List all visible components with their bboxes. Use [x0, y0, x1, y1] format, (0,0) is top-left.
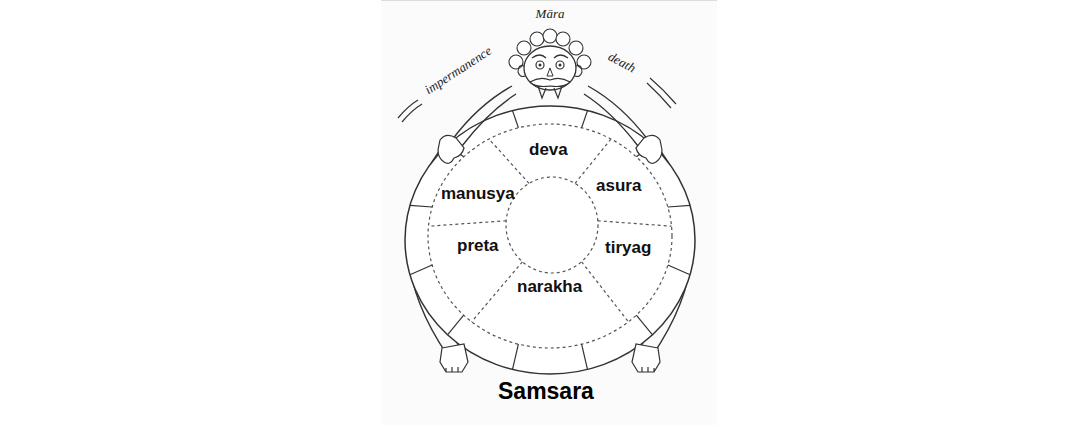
- left-hand: [438, 135, 464, 163]
- banner: [647, 83, 671, 108]
- middle-ring: [428, 124, 672, 348]
- realm-name: deva: [529, 140, 568, 160]
- realm-segment: preta: [454, 235, 502, 257]
- rim-divider: [513, 344, 519, 369]
- realm-divider: [472, 262, 523, 322]
- left-arm: [452, 86, 512, 140]
- rim-divider: [582, 344, 588, 369]
- hair-curl: [543, 29, 557, 43]
- wheel: [405, 106, 695, 374]
- eye: [556, 61, 564, 69]
- realm-name: narakha: [517, 277, 582, 297]
- pupil: [539, 64, 542, 67]
- hair-curl: [577, 55, 591, 69]
- realm-name: preta: [457, 236, 499, 256]
- eye: [536, 61, 544, 69]
- hair-curl: [569, 41, 583, 55]
- rim-divider: [410, 265, 432, 275]
- rim-divider: [582, 111, 588, 128]
- rim-divider: [668, 265, 690, 275]
- realm-divider: [598, 221, 672, 226]
- hair-curl: [556, 32, 570, 46]
- rim-divider: [513, 111, 519, 128]
- left-arm: [462, 94, 516, 146]
- rim-divider: [636, 315, 652, 335]
- realm-divider: [582, 262, 629, 322]
- right-arm: [584, 94, 638, 146]
- caption: Samsara: [498, 378, 594, 404]
- figure-name: Māra: [536, 6, 565, 21]
- realm-name: asura: [596, 176, 641, 196]
- realm-segment: narakha: [514, 276, 585, 298]
- mustache: [530, 78, 570, 86]
- pupil: [559, 64, 562, 67]
- mara-head: [509, 29, 591, 98]
- brows: [532, 55, 568, 58]
- banner: [402, 104, 422, 122]
- left-foot: [440, 344, 468, 372]
- hair-curl: [509, 55, 523, 69]
- realm-segment: asura: [593, 175, 644, 197]
- panel-ground: [381, 0, 717, 425]
- rim-divider: [668, 205, 690, 207]
- hair-curl: [517, 41, 531, 55]
- hair-curl: [530, 32, 544, 46]
- nose: [547, 68, 553, 76]
- right-foot: [632, 344, 660, 372]
- realm-divider: [429, 221, 507, 226]
- fangs: [538, 86, 562, 98]
- realm-divider: [489, 139, 529, 183]
- realm-name: manusya: [441, 184, 515, 204]
- rim-divider: [410, 205, 432, 207]
- ears: [518, 66, 582, 77]
- face: [524, 46, 576, 90]
- realm-name: tiryag: [605, 238, 651, 258]
- realm-segment: manusya: [438, 183, 518, 205]
- outer-rim: [405, 106, 695, 374]
- hub: [506, 177, 598, 273]
- realm-segment: tiryag: [602, 237, 654, 259]
- panel-edge: [381, 0, 717, 1]
- right-hand: [636, 135, 662, 163]
- realm-segment: deva: [526, 139, 571, 161]
- right-arm: [588, 86, 648, 140]
- rim-divider: [448, 315, 464, 335]
- banner: [650, 78, 676, 104]
